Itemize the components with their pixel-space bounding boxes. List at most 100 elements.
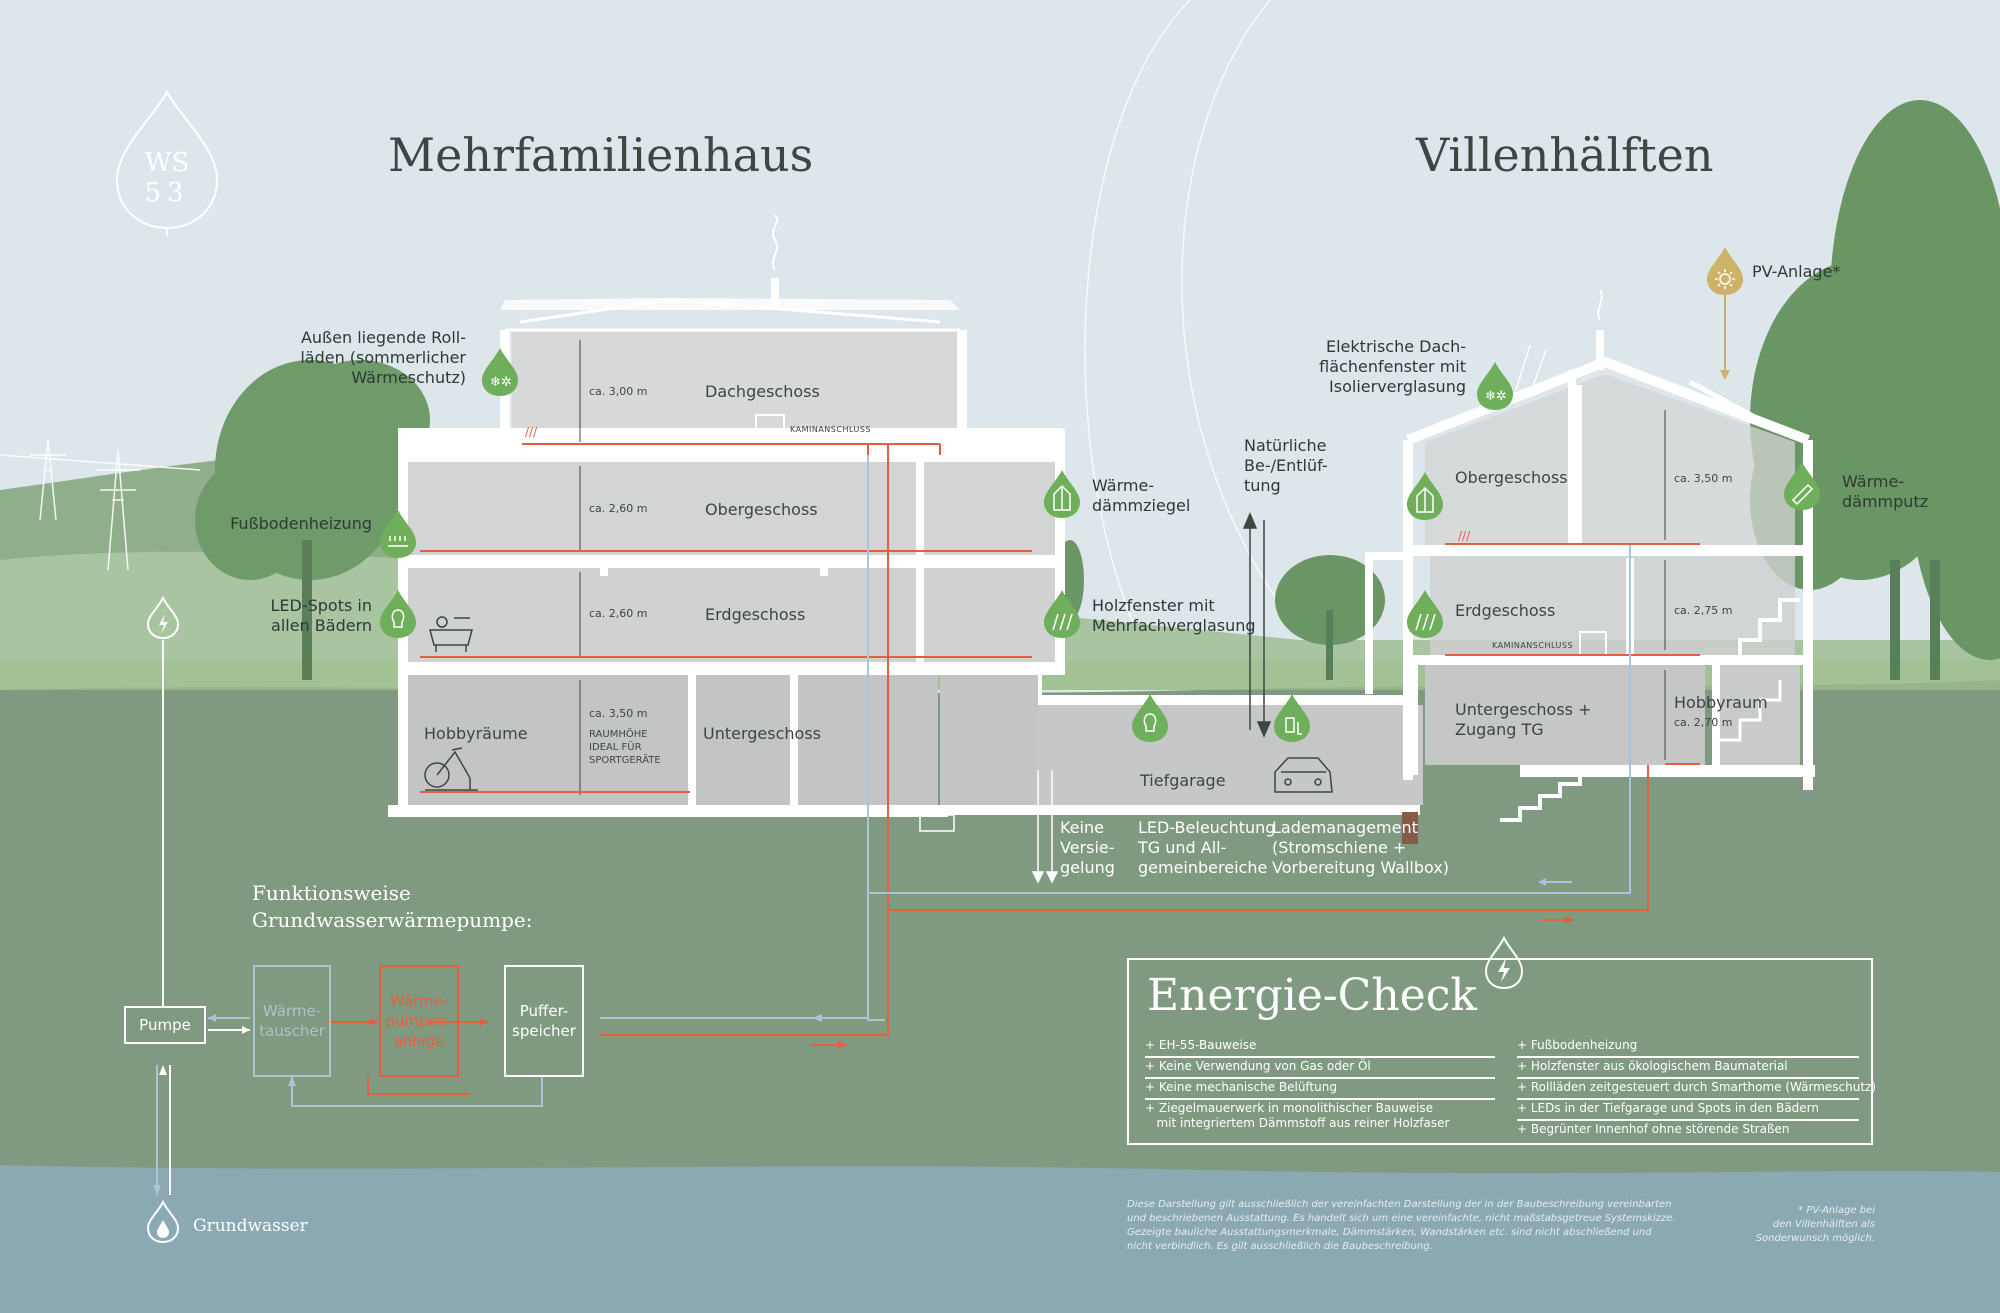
led-bulb-icon bbox=[380, 590, 416, 638]
title-villenhaelften: Villenhälften bbox=[1416, 128, 1714, 182]
ec-right-1: + Holzfenster aus ökologischem Baumateri… bbox=[1517, 1059, 1859, 1079]
label-dachfenster: Elektrische Dach- flächenfenster mit Iso… bbox=[1290, 337, 1466, 397]
heatpump-heading-2: Grundwasserwärmepumpe: bbox=[252, 908, 533, 932]
basement-note-3: SPORTGERÄTE bbox=[589, 755, 661, 766]
box-waermetauscher-1: Wärme- bbox=[262, 1002, 322, 1020]
box-waermepumpe: Wärme-pumpen-anlage bbox=[379, 965, 459, 1077]
label-led-beleuchtung: LED-Beleuchtung TG und All- gemeinbereic… bbox=[1138, 818, 1275, 878]
box-pufferspeicher: Puffer-speicher bbox=[504, 965, 584, 1077]
label-led-beleuchtung-3: gemeinbereiche bbox=[1138, 858, 1268, 877]
svg-text:///: /// bbox=[1458, 529, 1471, 543]
title-mehrfamilienhaus: Mehrfamilienhaus bbox=[388, 128, 814, 182]
energy-check-bolt-icon bbox=[1484, 936, 1524, 990]
charging-plug-icon bbox=[1274, 694, 1310, 742]
label-dachfenster-1: Elektrische Dach- bbox=[1326, 337, 1466, 356]
label-grundwasser: Grundwasser bbox=[193, 1216, 308, 1236]
garage-led-icon bbox=[1132, 694, 1168, 742]
room-hobbyraeume: Hobbyräume bbox=[424, 724, 528, 743]
label-led-beleuchtung-2: TG und All- bbox=[1138, 838, 1227, 857]
logo-drop-icon bbox=[115, 89, 219, 236]
height-og-right: ca. 3,50 m bbox=[1674, 472, 1733, 485]
height-ug-left: ca. 3,50 m bbox=[589, 707, 648, 720]
roof-window-icon: ❄✲ bbox=[1477, 362, 1513, 410]
box-waermepumpe-2: pumpen- bbox=[385, 1012, 453, 1030]
floor-heating-icon bbox=[380, 510, 416, 558]
label-rollladen-2: läden (sommerlicher bbox=[300, 348, 466, 367]
insulation-brick-icon bbox=[1044, 470, 1080, 518]
label-waermedaemmputz: Wärme- dämmputz bbox=[1842, 472, 1928, 512]
label-versiegelung-2: Versie- bbox=[1060, 838, 1115, 857]
room-dachgeschoss: Dachgeschoss bbox=[705, 382, 820, 401]
wood-window-right-icon bbox=[1407, 590, 1443, 638]
ec-left-1: + Keine Verwendung von Gas oder Öl bbox=[1145, 1059, 1495, 1079]
label-waermedaemmziegel: Wärme- dämmziegel bbox=[1092, 476, 1190, 516]
label-lademanagement-2: (Stromschiene + bbox=[1272, 838, 1407, 857]
box-waermetauscher-2: tauscher bbox=[259, 1022, 325, 1040]
label-dachfenster-3: Isolierverglasung bbox=[1329, 377, 1466, 396]
label-belueftung-2: Be-/Entlüf- bbox=[1244, 456, 1328, 475]
pv-footnote-2: den Villenhälften als bbox=[1772, 1219, 1875, 1230]
label-versiegelung-3: gelung bbox=[1060, 858, 1115, 877]
label-waermedaemmputz-1: Wärme- bbox=[1842, 472, 1905, 491]
box-waermepumpe-3: anlage bbox=[393, 1032, 445, 1050]
room-obergeschoss-left: Obergeschoss bbox=[705, 500, 818, 519]
wood-window-icon bbox=[1044, 590, 1080, 638]
logo-ws: WS bbox=[144, 148, 190, 178]
ec-right-3: + LEDs in der Tiefgarage und Spots in de… bbox=[1517, 1101, 1859, 1121]
label-waermedaemmziegel-1: Wärme- bbox=[1092, 476, 1155, 495]
box-waermetauscher: Wärme-tauscher bbox=[253, 965, 331, 1077]
label-led-beleuchtung-1: LED-Beleuchtung bbox=[1138, 818, 1276, 837]
label-rollladen-1: Außen liegende Roll- bbox=[300, 328, 466, 347]
heatpump-heading-1: Funktionsweise bbox=[252, 881, 411, 905]
chimney-label-right: KAMINANSCHLUSS bbox=[1492, 641, 1574, 650]
svg-text:❄✲: ❄✲ bbox=[1485, 389, 1507, 404]
energie-check-panel: Energie-Check + EH-55-Bauweise + Keine V… bbox=[1127, 958, 1876, 1145]
label-pv-anlage: PV-Anlage* bbox=[1752, 262, 1841, 281]
basement-note-2: IDEAL FÜR bbox=[589, 742, 642, 753]
disclaimer-text: Diese Darstellung gilt ausschließlich de… bbox=[1127, 1199, 1676, 1252]
ec-left-0: + EH-55-Bauweise bbox=[1145, 1038, 1495, 1058]
room-untergeschoss-left: Untergeschoss bbox=[703, 724, 821, 743]
snowflake-sun-icon: ❄✲ bbox=[482, 348, 518, 396]
room-erdgeschoss-right: Erdgeschoss bbox=[1455, 601, 1556, 620]
basement-note-1: RAUMHÖHE bbox=[589, 729, 648, 740]
label-lademanagement-1: Lademanagement bbox=[1272, 818, 1418, 837]
insulation-plaster-icon bbox=[1784, 462, 1820, 510]
label-belueftung-1: Natürliche bbox=[1244, 436, 1327, 455]
label-waermedaemmputz-2: dämmputz bbox=[1842, 492, 1929, 511]
height-ug-right: ca. 2,70 m bbox=[1674, 716, 1733, 729]
label-versiegelung: Keine Versie- gelung bbox=[1060, 818, 1115, 878]
height-dg: ca. 3,00 m bbox=[589, 385, 648, 398]
room-erdgeschoss-left: Erdgeschoss bbox=[705, 605, 806, 624]
ec-right-0: + Fußbodenheizung bbox=[1517, 1038, 1859, 1058]
label-led-spots-2: allen Bädern bbox=[271, 616, 372, 635]
pv-footnote-3: Sonderwunsch möglich. bbox=[1755, 1233, 1875, 1244]
room-obergeschoss-right: Obergeschoss bbox=[1455, 468, 1568, 487]
label-lademanagement: Lademanagement (Stromschiene + Vorbereit… bbox=[1272, 818, 1449, 878]
height-og-left: ca. 2,60 m bbox=[589, 502, 648, 515]
label-rollladen-3: Wärmeschutz) bbox=[351, 368, 466, 387]
height-eg-right: ca. 2,75 m bbox=[1674, 604, 1733, 617]
heatpump-heading: Funktionsweise Grundwasserwärmepumpe: bbox=[252, 880, 533, 934]
label-holzfenster: Holzfenster mit Mehrfachverglasung bbox=[1092, 596, 1256, 636]
pv-footnote-1: * PV-Anlage bei bbox=[1798, 1205, 1875, 1216]
label-dachfenster-2: flächenfenster mit bbox=[1319, 357, 1466, 376]
height-eg-left: ca. 2,60 m bbox=[589, 607, 648, 620]
ec-right-2: + Rollläden zeitgesteuert durch Smarthom… bbox=[1517, 1080, 1876, 1100]
ec-left-2: + Keine mechanische Belüftung bbox=[1145, 1080, 1495, 1100]
label-holzfenster-2: Mehrfachverglasung bbox=[1092, 616, 1256, 635]
logo-53: 53 bbox=[144, 178, 190, 208]
garage-label: Tiefgarage bbox=[1140, 771, 1226, 790]
label-belueftung: Natürliche Be-/Entlüf- tung bbox=[1244, 436, 1328, 496]
room-hobbyraum: Hobbyraum bbox=[1674, 693, 1768, 712]
ec-left-3: + Ziegelmauerwerk in monolithischer Bauw… bbox=[1145, 1101, 1450, 1130]
box-pufferspeicher-1: Puffer- bbox=[519, 1002, 569, 1020]
label-fussbodenheizung: Fußbodenheizung bbox=[230, 514, 372, 533]
room-untergeschoss-right-1: Untergeschoss + bbox=[1455, 700, 1592, 719]
ws53-logo: WS 53 bbox=[113, 88, 221, 238]
label-lademanagement-3: Vorbereitung Wallbox) bbox=[1272, 858, 1450, 877]
electricity-icon bbox=[146, 596, 180, 640]
groundwater-drop-icon bbox=[146, 1200, 180, 1244]
label-holzfenster-1: Holzfenster mit bbox=[1092, 596, 1215, 615]
